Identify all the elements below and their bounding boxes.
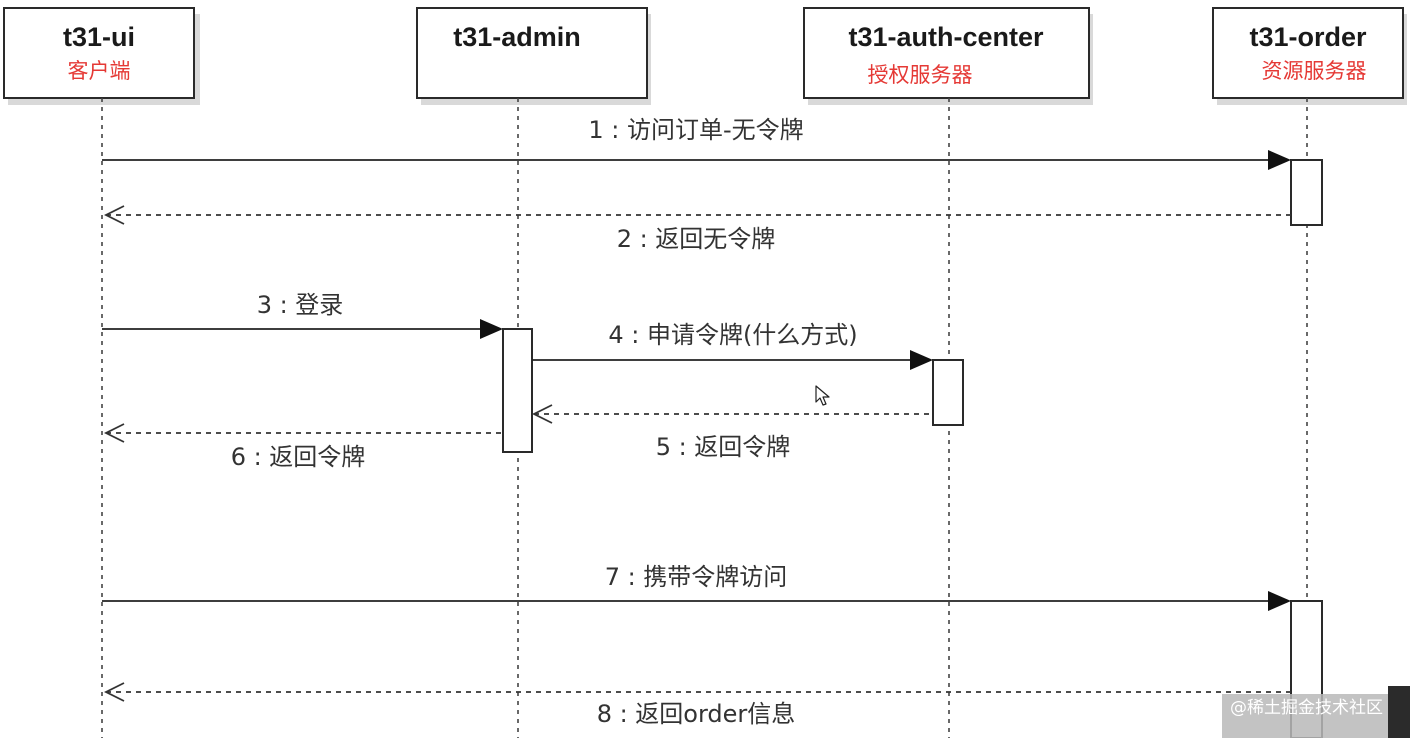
message-8[interactable]: 8 : 返回order信息: [103, 682, 1291, 728]
message-label: 3 : 登录: [257, 291, 344, 319]
arrowhead-open-icon: [531, 404, 553, 424]
participant-name: t31-auth-center: [848, 22, 1044, 52]
participant-admin[interactable]: t31-admin: [416, 7, 651, 105]
message-label: 4 : 申请令牌(什么方式): [608, 321, 857, 349]
arrowhead-filled-icon: [480, 319, 503, 339]
message-3[interactable]: 3 : 登录: [102, 291, 503, 339]
participant-auth-center[interactable]: t31-auth-center 授权服务器: [803, 7, 1093, 105]
participant-role: 资源服务器: [1262, 59, 1367, 83]
mouse-cursor-icon: [815, 385, 830, 406]
message-1[interactable]: 1 : 访问订单-无令牌: [102, 116, 1291, 170]
participant-name: t31-admin: [453, 22, 581, 52]
participant-role: 客户端: [68, 59, 131, 83]
message-2[interactable]: 2 : 返回无令牌: [103, 205, 1291, 253]
participant-name: t31-order: [1249, 22, 1367, 52]
arrowhead-open-icon: [103, 682, 125, 702]
watermark-background: [1222, 694, 1410, 738]
message-6[interactable]: 6 : 返回令牌: [103, 423, 503, 471]
message-5[interactable]: 5 : 返回令牌: [531, 404, 933, 461]
corner-dark-block: [1388, 686, 1410, 738]
message-label: 5 : 返回令牌: [656, 433, 791, 461]
participant-order[interactable]: t31-order 资源服务器: [1212, 7, 1407, 105]
participant-role: 授权服务器: [868, 63, 973, 87]
message-7[interactable]: 7 : 携带令牌访问: [102, 563, 1291, 611]
arrowhead-open-icon: [103, 423, 125, 443]
arrowhead-open-icon: [103, 205, 125, 225]
arrowhead-filled-icon: [1268, 150, 1291, 170]
message-label: 6 : 返回令牌: [231, 443, 366, 471]
watermark: @稀土掘金技术社区: [1230, 698, 1383, 718]
message-4[interactable]: 4 : 申请令牌(什么方式): [532, 321, 933, 370]
activation-order-1: [1290, 159, 1323, 226]
message-label: 2 : 返回无令牌: [617, 225, 776, 253]
participant-name: t31-ui: [63, 22, 135, 52]
participant-ui[interactable]: t31-ui 客户端: [3, 7, 200, 105]
arrowhead-filled-icon: [910, 350, 933, 370]
message-label: 1 : 访问订单-无令牌: [588, 116, 803, 144]
activation-auth-center: [932, 359, 964, 426]
activation-admin: [502, 328, 533, 453]
message-label: 7 : 携带令牌访问: [605, 563, 788, 591]
message-label: 8 : 返回order信息: [597, 700, 796, 728]
arrowhead-filled-icon: [1268, 591, 1291, 611]
